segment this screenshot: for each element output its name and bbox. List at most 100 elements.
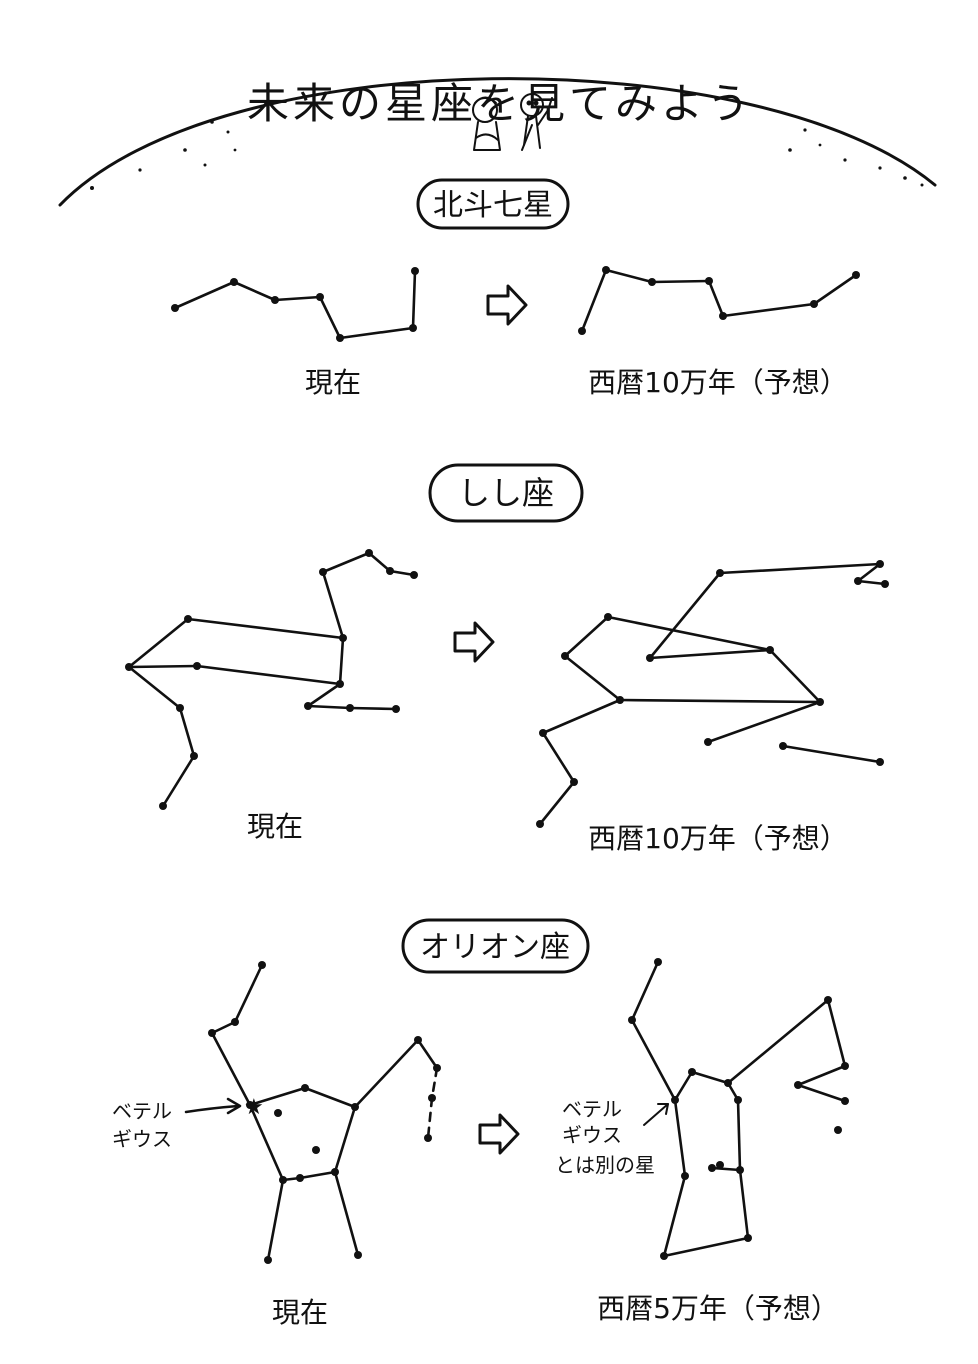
big-dipper-current-line bbox=[273, 295, 322, 302]
orion-future-star bbox=[824, 996, 832, 1004]
leo-current-line bbox=[306, 682, 342, 708]
big-dipper-future-star bbox=[578, 327, 586, 335]
leo-current-line bbox=[388, 569, 416, 577]
orion-current-dashed-line bbox=[426, 1096, 434, 1140]
orion-current-star bbox=[264, 1256, 272, 1264]
big-dipper-current-star bbox=[316, 293, 324, 301]
orion-current-star bbox=[279, 1176, 287, 1184]
leo-current-line bbox=[321, 570, 345, 640]
orion-future-line bbox=[710, 1166, 742, 1172]
leo-future-star bbox=[876, 758, 884, 766]
orion-future-line bbox=[662, 1236, 750, 1258]
orion-future-star bbox=[736, 1166, 744, 1174]
orion-current-line bbox=[416, 1038, 439, 1070]
leo-future-line bbox=[538, 780, 576, 826]
orion-future-star bbox=[681, 1172, 689, 1180]
leo-future-line bbox=[541, 731, 576, 784]
leo-future-line bbox=[706, 700, 822, 744]
big-dipper-current-line bbox=[318, 295, 342, 340]
orion-future-star bbox=[708, 1164, 716, 1172]
leo-future-line bbox=[648, 571, 722, 660]
arrow-right-icon bbox=[486, 284, 528, 326]
svg-text:ギウス: ギウス bbox=[562, 1123, 622, 1147]
orion-current-star bbox=[312, 1146, 320, 1154]
betelgeuse-callout-future: ベテル ギウス とは別の星 bbox=[555, 1097, 669, 1177]
orion-future-line bbox=[630, 1018, 677, 1102]
orion-future-line bbox=[673, 1098, 687, 1178]
leo-current-line bbox=[127, 664, 199, 669]
leo-current-label: 現在 bbox=[247, 810, 303, 843]
leo-future-line bbox=[606, 615, 772, 652]
leo-current-star bbox=[346, 704, 354, 712]
big-dipper-future-line bbox=[812, 273, 858, 306]
leo-future-star bbox=[536, 820, 544, 828]
leo-current-line bbox=[195, 664, 342, 686]
leo-current-line bbox=[306, 704, 352, 710]
orion-future bbox=[628, 958, 849, 1260]
section-title-big-dipper: 北斗七星 bbox=[416, 178, 570, 230]
orion-future-star bbox=[671, 1096, 679, 1104]
orion-current-star bbox=[274, 1109, 282, 1117]
big-dipper-current-star bbox=[411, 267, 419, 275]
leo-future-line bbox=[856, 579, 887, 586]
svg-text:ベテル: ベテル bbox=[562, 1097, 622, 1121]
orion-current-star bbox=[351, 1103, 359, 1111]
leo-current-line bbox=[367, 551, 392, 573]
orion-current-line bbox=[333, 1170, 360, 1257]
leo-current-star bbox=[339, 634, 347, 642]
leo-future-star bbox=[881, 580, 889, 588]
leo-future-label: 西暦10万年（予想） bbox=[588, 822, 848, 855]
leo-future-star bbox=[604, 613, 612, 621]
orion-current-line bbox=[266, 1178, 285, 1262]
orion-current-star bbox=[258, 961, 266, 969]
leo-future-line bbox=[781, 744, 882, 764]
orion-future-line bbox=[796, 1064, 847, 1087]
big-dipper-future-star bbox=[852, 271, 860, 279]
leo-current-star bbox=[184, 615, 192, 623]
orion-future-star bbox=[841, 1062, 849, 1070]
big-dipper-future-star bbox=[602, 266, 610, 274]
page-title: 未来の星座を見てみよう bbox=[247, 79, 753, 128]
big-dipper-future-line bbox=[721, 302, 816, 318]
sky-speckles bbox=[90, 120, 924, 190]
orion-current-line bbox=[248, 1086, 307, 1107]
leo-future-star bbox=[616, 696, 624, 704]
leo-current-line bbox=[178, 706, 196, 758]
orion-future-star bbox=[734, 1096, 742, 1104]
orion-future-star bbox=[841, 1097, 849, 1105]
leo-current-star bbox=[319, 568, 327, 576]
leo-current-star bbox=[386, 567, 394, 575]
big-dipper-current-label: 現在 bbox=[305, 366, 361, 399]
leo-current-line bbox=[127, 665, 182, 710]
leo-current-star bbox=[193, 662, 201, 670]
leo-current-star bbox=[176, 704, 184, 712]
orion-current-line bbox=[303, 1086, 357, 1109]
leo-future-star bbox=[816, 698, 824, 706]
orion-future-line bbox=[673, 1070, 694, 1102]
orion-current-line bbox=[248, 1103, 285, 1182]
orion-current bbox=[208, 961, 441, 1264]
orion-current-line bbox=[210, 1031, 252, 1107]
leo-future-star bbox=[570, 778, 578, 786]
leo-current-star bbox=[159, 802, 167, 810]
leo-future-line bbox=[541, 698, 622, 735]
big-dipper-current-line bbox=[338, 326, 415, 340]
orion-current-line bbox=[233, 963, 264, 1024]
leo-current-star bbox=[365, 549, 373, 557]
svg-text:北斗七星: 北斗七星 bbox=[433, 188, 553, 223]
leo-future-star bbox=[779, 742, 787, 750]
leo-current-line bbox=[161, 754, 196, 808]
big-dipper-future-label: 西暦10万年（予想） bbox=[588, 366, 848, 399]
orion-future-star bbox=[716, 1161, 724, 1169]
orion-current-dashed-line bbox=[430, 1066, 439, 1100]
svg-text:ベテル: ベテル bbox=[112, 1099, 172, 1123]
section-title-orion: オリオン座 bbox=[401, 918, 590, 974]
orion-current-star bbox=[433, 1064, 441, 1072]
orion-current-star bbox=[208, 1029, 216, 1037]
arrow-right-icon bbox=[453, 621, 495, 663]
orion-future-label: 西暦5万年（予想） bbox=[597, 1292, 839, 1325]
svg-text:ギウス: ギウス bbox=[112, 1127, 172, 1151]
big-dipper-future-star bbox=[810, 300, 818, 308]
leo-current-line bbox=[186, 617, 345, 640]
